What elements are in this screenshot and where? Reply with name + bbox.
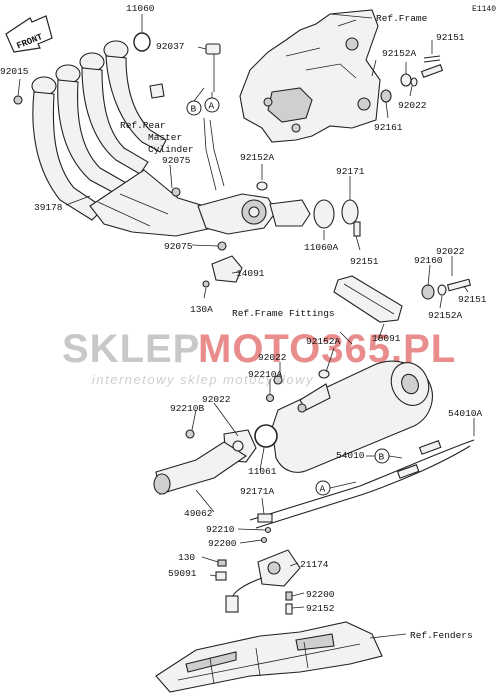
watermark-tagline: internetowy sklep motocyklowy xyxy=(92,372,314,387)
actuator-21174 xyxy=(215,513,301,615)
part-label-p92152a_2: 92152A xyxy=(382,48,417,59)
control-cables xyxy=(249,439,475,529)
part-label-p92075a: 92075 xyxy=(162,155,191,166)
nut-92210b-shape xyxy=(185,429,195,439)
part-label-p92151_1: 92151 xyxy=(350,256,379,267)
part-label-p92152a_4: 92152A xyxy=(306,336,341,347)
bolt-130a-shape xyxy=(202,280,210,288)
part-label-p14091: 14091 xyxy=(236,268,265,279)
diagram-code: E1140 xyxy=(472,5,496,14)
part-label-p21174: 21174 xyxy=(300,559,329,570)
callout-b-top: B xyxy=(191,104,197,115)
ref-rear-master-line2: Master xyxy=(148,132,182,143)
part-label-p92075b: 92075 xyxy=(164,241,193,252)
nut-92075-shape xyxy=(217,241,227,251)
part-label-p92152a_1: 92152A xyxy=(240,152,275,163)
clamp-92037-shape xyxy=(205,43,221,55)
hardware-right xyxy=(256,55,472,300)
nut-92210a-shape xyxy=(265,393,275,403)
leader-lines xyxy=(17,13,475,639)
part-label-p18091: 18091 xyxy=(372,333,401,344)
part-label-p92210: 92210 xyxy=(206,524,235,535)
part-label-p92037: 92037 xyxy=(156,41,185,52)
part-label-p92022_2: 92022 xyxy=(436,246,465,257)
part-label-p130: 130 xyxy=(178,552,195,563)
part-label-p92022_3: 92022 xyxy=(258,352,287,363)
ref-fenders-label: Ref.Fenders xyxy=(410,630,473,641)
fender-drawing xyxy=(155,621,383,693)
nut-92075b-shape xyxy=(171,187,181,197)
exhaust-headers xyxy=(31,40,213,237)
part-label-p92160: 92160 xyxy=(414,255,443,266)
reference-labels: Ref.Frame Ref.Rear Master Cylinder Ref.F… xyxy=(120,13,473,641)
part-label-p92015: 92015 xyxy=(0,66,29,77)
callout-markers: B A B A xyxy=(186,87,403,496)
part-label-p92022_4: 92022 xyxy=(202,394,231,405)
part-number-labels: 11060920159203792075391789207514091130A9… xyxy=(0,3,487,614)
ref-rear-master-line3: Cylinder xyxy=(148,144,194,155)
part-label-p92022_1: 92022 xyxy=(398,100,427,111)
ref-rear-master-line1: Ref.Rear xyxy=(120,120,166,131)
part-label-p49062: 49062 xyxy=(184,508,213,519)
watermark-brand-right: MOTO365.PL xyxy=(198,327,456,371)
part-label-p11060: 11060 xyxy=(126,3,155,14)
nut-92015-shape xyxy=(13,95,23,105)
watermark-brand-left: SKLEP xyxy=(62,327,200,371)
part-label-p11061: 11061 xyxy=(248,466,277,477)
callout-b-bottom: B xyxy=(379,452,385,463)
front-direction-arrow: FRONT xyxy=(5,15,53,53)
part-label-p54010a: 54010A xyxy=(448,408,483,419)
part-label-p59091: 59091 xyxy=(168,568,197,579)
exhaust-valve-assembly xyxy=(197,117,359,235)
ref-frame-label: Ref.Frame xyxy=(376,13,428,24)
part-label-p92200_1: 92200 xyxy=(208,538,237,549)
part-label-p92151_3: 92151 xyxy=(458,294,487,305)
part-label-p92210b: 92210B xyxy=(170,403,205,414)
watermark: SKLEP MOTO365.PL internetowy sklep motoc… xyxy=(62,327,456,387)
part-label-p92171a: 92171A xyxy=(240,486,275,497)
frame-drawing xyxy=(239,9,381,143)
part-label-p92152: 92152 xyxy=(306,603,335,614)
part-label-p92161: 92161 xyxy=(374,122,403,133)
part-label-p92200_2: 92200 xyxy=(306,589,335,600)
callout-a-top: A xyxy=(209,101,215,112)
part-label-p92151_2: 92151 xyxy=(436,32,465,43)
part-label-p92171: 92171 xyxy=(336,166,365,177)
bracket-frame-fittings-shape xyxy=(333,275,403,323)
ref-frame-fittings-label: Ref.Frame Fittings xyxy=(232,308,335,319)
part-label-p11060a: 11060A xyxy=(304,242,339,253)
part-label-p92210a: 92210A xyxy=(248,369,283,380)
link-pipe-49062 xyxy=(153,429,257,495)
clip-shape xyxy=(149,83,165,99)
muffler-drawing xyxy=(271,360,433,473)
part-label-p39178: 39178 xyxy=(34,202,63,213)
gasket-11060-shape xyxy=(133,32,151,52)
part-label-p92152a_3: 92152A xyxy=(428,310,463,321)
callout-a-bottom: A xyxy=(320,484,326,495)
gasket-11061-shape xyxy=(254,424,278,448)
part-label-p54010: 54010 xyxy=(336,450,365,461)
cover-14091-shape xyxy=(211,255,243,283)
part-label-p130a: 130A xyxy=(190,304,213,315)
